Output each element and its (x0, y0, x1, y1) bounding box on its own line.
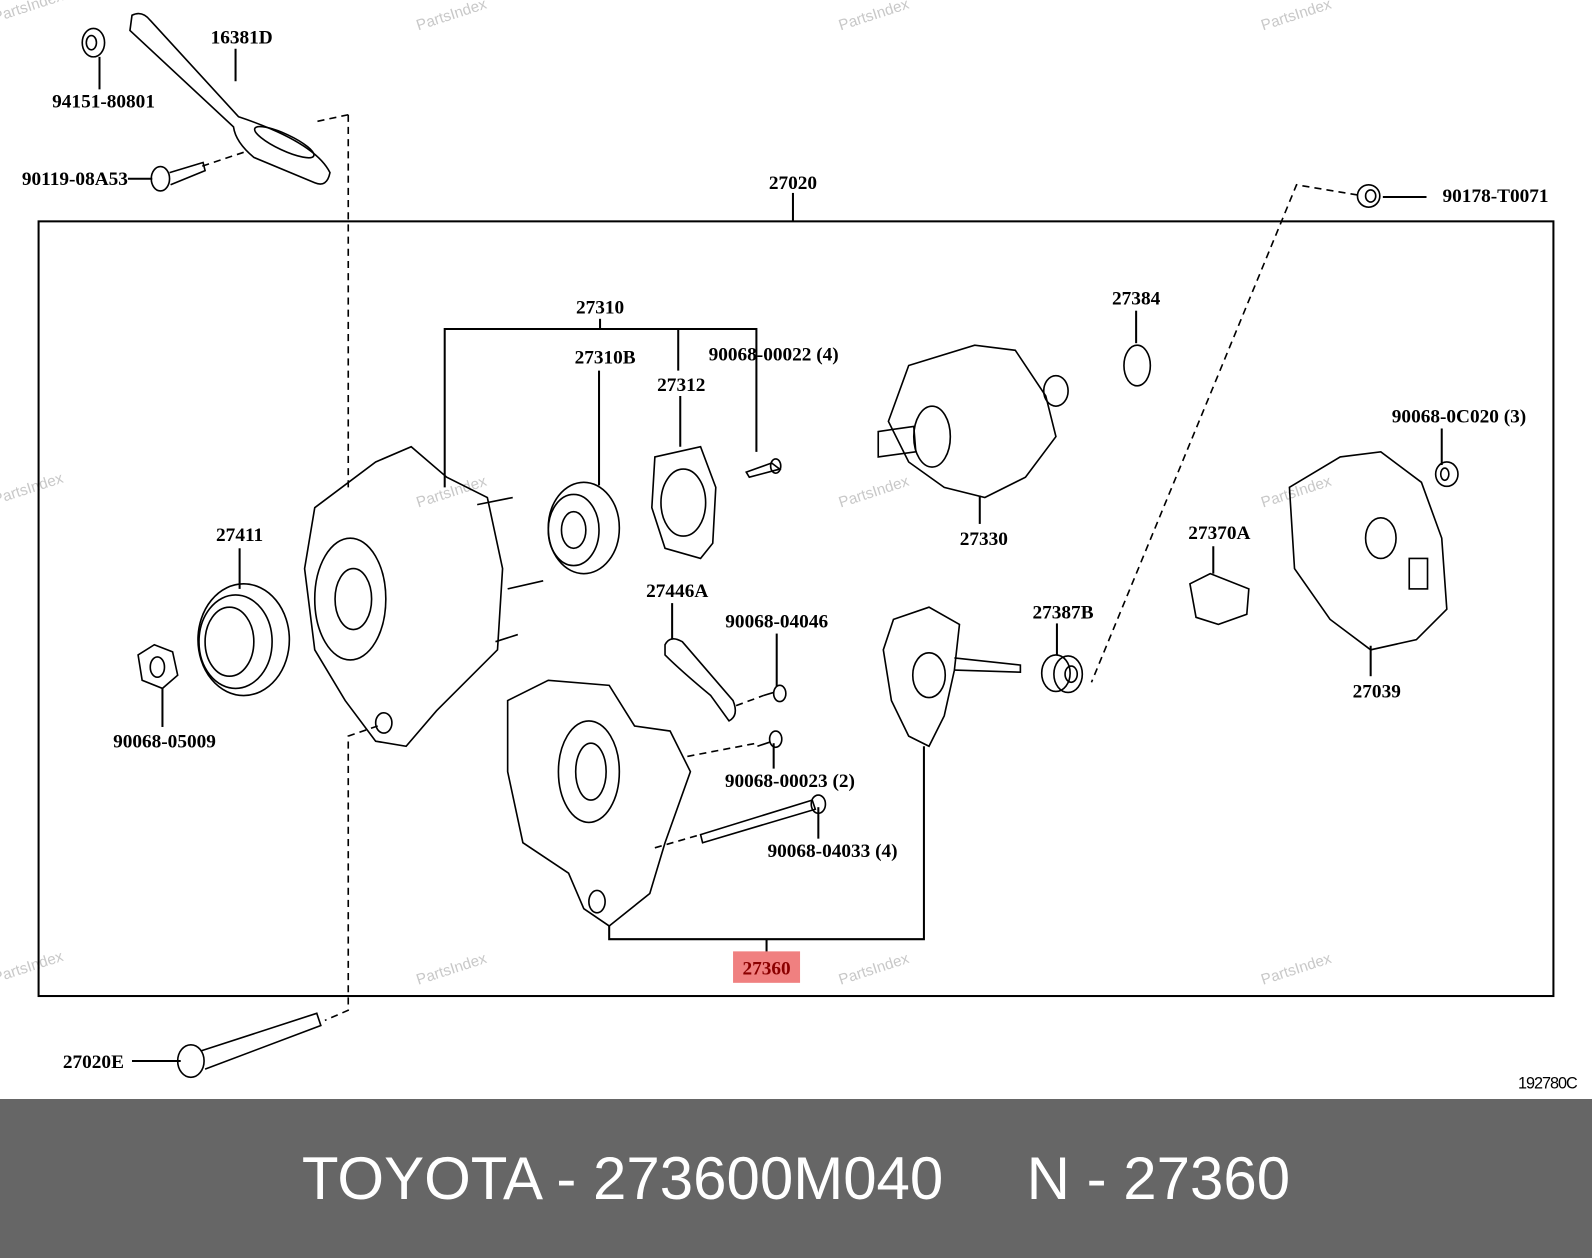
watermarks: PartsIndex PartsIndex PartsIndex PartsIn… (0, 0, 1334, 989)
label-90068-00023[interactable]: 90068-00023 (2) (725, 771, 855, 792)
bolt-90119-08A53 (150, 161, 207, 192)
leader-lines (98, 48, 1443, 1063)
label-27020[interactable]: 27020 (769, 173, 817, 194)
label-90068-00022[interactable]: 90068-00022 (4) (709, 344, 839, 365)
watermark: PartsIndex (837, 473, 912, 512)
screw-90068-00023 (757, 730, 783, 749)
rear-cover-27039 (1288, 450, 1448, 651)
highlight-box (733, 951, 801, 983)
label-27312[interactable]: 27312 (657, 375, 705, 396)
assembly-frame (37, 220, 1555, 998)
part-labels: 16381D 94151-80801 90119-08A53 27020 901… (22, 28, 1579, 1093)
terminal-insulator-27387B (1040, 654, 1084, 694)
nut-90068-05009 (137, 643, 179, 690)
nut-94151-80801 (81, 27, 106, 58)
rear-end-frame-27360 (506, 679, 692, 927)
through-bolt-90068-04033 (699, 794, 827, 844)
label-90068-0C020[interactable]: 90068-0C020 (3) (1392, 406, 1526, 427)
label-27370A[interactable]: 27370A (1188, 523, 1250, 544)
watermark: PartsIndex (837, 950, 912, 989)
label-27411[interactable]: 27411 (216, 525, 263, 546)
bracket-16381D (129, 12, 331, 185)
bearing-27310B (547, 481, 621, 575)
nut-90068-0C020 (1434, 461, 1459, 488)
label-27360-highlighted[interactable]: 27360 (742, 959, 790, 980)
rectifier-27360 (882, 606, 1022, 748)
label-27384[interactable]: 27384 (1112, 289, 1161, 310)
label-94151-80801[interactable]: 94151-80801 (52, 92, 155, 113)
watermark: PartsIndex (0, 948, 66, 987)
retainer-plate-27312 (651, 445, 717, 560)
brush-holder-27370A (1189, 572, 1250, 626)
reference-code: 192780C (1518, 1074, 1578, 1092)
watermark: PartsIndex (414, 950, 489, 989)
label-27020E[interactable]: 27020E (63, 1052, 124, 1073)
watermark: PartsIndex (1259, 950, 1334, 989)
watermark: PartsIndex (1259, 473, 1334, 512)
label-90068-04033[interactable]: 90068-04033 (4) (767, 841, 897, 862)
screw-90068-00022 (745, 458, 782, 479)
label-16381D[interactable]: 16381D (211, 28, 273, 49)
screw-90068-04046 (763, 684, 787, 703)
nut-90178-T0071 (1356, 183, 1381, 208)
watermark: PartsIndex (837, 0, 912, 34)
label-90119-08A53[interactable]: 90119-08A53 (22, 169, 128, 190)
bolt-27020E (176, 1012, 322, 1079)
label-90178-T0071[interactable]: 90178-T0071 (1443, 186, 1549, 207)
label-90068-04046[interactable]: 90068-04046 (725, 611, 828, 632)
label-27446A[interactable]: 27446A (646, 581, 708, 602)
drive-end-frame-27310 (303, 445, 544, 748)
label-27039[interactable]: 27039 (1353, 682, 1401, 703)
label-27387B[interactable]: 27387B (1032, 602, 1093, 623)
label-27310[interactable]: 27310 (576, 298, 624, 319)
label-27330[interactable]: 27330 (960, 529, 1008, 550)
terminal-plate-27446A (664, 637, 737, 722)
watermark: PartsIndex (0, 470, 66, 509)
label-27310B[interactable]: 27310B (575, 347, 636, 368)
connection-lines (197, 113, 1358, 1022)
watermark: PartsIndex (414, 0, 489, 34)
part-number-footer: TOYOTA - 273600M040 N - 27360 (0, 1099, 1592, 1258)
rotor-27330 (877, 344, 1069, 499)
watermark: PartsIndex (1259, 0, 1334, 34)
pulley-27411 (197, 583, 291, 697)
label-90068-05009[interactable]: 90068-05009 (113, 731, 216, 752)
ring-27384 (1123, 344, 1152, 387)
watermark: PartsIndex (0, 0, 66, 26)
footer-text: TOYOTA - 273600M040 N - 27360 (301, 1145, 1291, 1212)
part-drawings (81, 12, 1459, 1079)
